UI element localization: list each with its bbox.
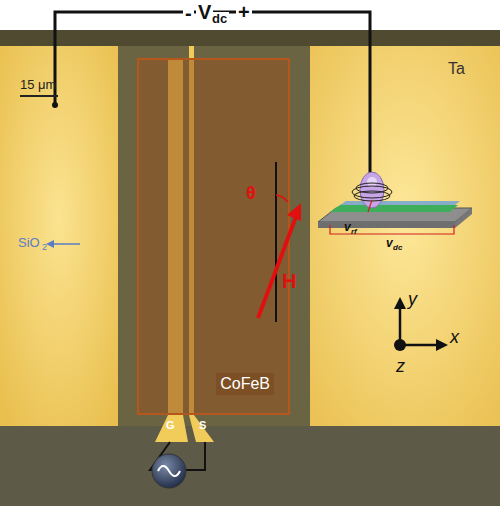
pin-name: S [199, 419, 206, 431]
axes [394, 297, 448, 351]
material-subscript: 2 [42, 243, 47, 253]
cofeb-layer: CoFeB [137, 58, 290, 415]
scale-label: 15 μm [20, 78, 56, 92]
signal-subscript: rf [351, 228, 357, 237]
signal-name: v [344, 221, 351, 234]
wire-contact [52, 102, 58, 108]
ta-pad [310, 46, 500, 426]
top-band [0, 30, 500, 46]
material-label: SiO [18, 236, 40, 250]
scale-bar [20, 95, 58, 97]
polarity-sign: - [183, 2, 194, 24]
pin-name: G [166, 419, 175, 431]
layer-label: CoFeB [216, 373, 274, 395]
device-inset [318, 172, 472, 234]
arrowhead [287, 203, 301, 221]
voltage-subscript: dc [210, 12, 229, 26]
signal-subscript: dc [393, 244, 402, 253]
axis-label: x [450, 328, 459, 348]
leader-line [52, 243, 80, 245]
field-arrow [258, 214, 297, 318]
sine-symbol [158, 466, 180, 476]
arrowhead [46, 240, 54, 248]
field-label: H [282, 270, 296, 292]
polarity-sign: + [236, 1, 252, 23]
material-label: Ta [448, 60, 465, 78]
axis-label: y [408, 290, 417, 310]
rf-wire [186, 442, 205, 470]
angle-symbol: θ [246, 184, 256, 204]
axis-label: z [396, 357, 405, 377]
reference-line [275, 162, 277, 322]
substrate [118, 46, 310, 426]
rf-source [152, 454, 186, 488]
background [0, 0, 500, 30]
signal-name: v [386, 237, 393, 250]
substrate [0, 426, 500, 506]
ta-pad [0, 46, 118, 426]
angle-arc [276, 195, 288, 202]
